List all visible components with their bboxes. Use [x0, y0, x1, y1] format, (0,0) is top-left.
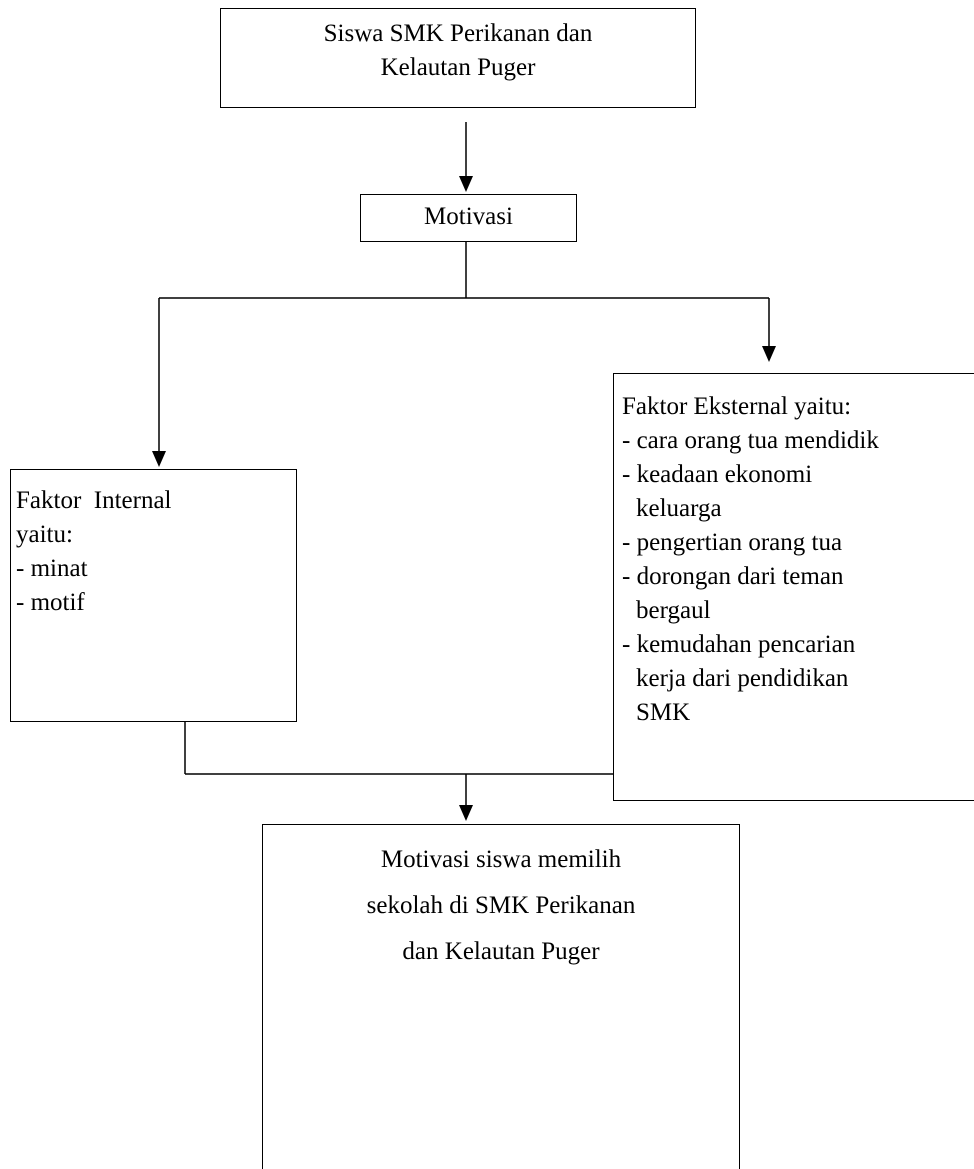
arrowhead-branch-to-external — [762, 346, 776, 362]
internal-item-minat: - minat — [16, 555, 88, 582]
arrowhead-branch-to-internal — [152, 451, 166, 467]
node-motivation: Motivasi — [360, 194, 577, 242]
internal-title-line-1: Faktor Internal — [16, 487, 172, 514]
internal-item-motif: - motif — [16, 589, 85, 616]
internal-title-line-2: yaitu: — [16, 521, 73, 548]
result-line-1: Motivasi siswa memilih — [380, 846, 622, 873]
external-item-3: - pengertian orang tua — [622, 529, 843, 556]
students-line-1: Siswa SMK Perikanan dan — [323, 20, 593, 47]
arrowhead-students-to-motivation — [459, 176, 473, 192]
external-item-4-cont: bergaul — [636, 597, 711, 624]
external-item-1: - cara orang tua mendidik — [622, 427, 879, 454]
external-title: Faktor Eksternal yaitu: — [622, 393, 852, 420]
result-line-3: dan Kelautan Puger — [402, 938, 600, 965]
result-line-2: sekolah di SMK Perikanan — [366, 892, 636, 919]
students-line-2: Kelautan Puger — [380, 54, 536, 81]
external-item-5-cont-2: SMK — [636, 699, 691, 726]
node-result: Motivasi siswa memilih sekolah di SMK Pe… — [262, 824, 740, 1169]
node-external-factors: Faktor Eksternal yaitu: - cara orang tua… — [613, 373, 974, 801]
motivation-label: Motivasi — [424, 203, 513, 230]
arrowhead-merge-to-result — [459, 805, 473, 821]
external-item-5: - kemudahan pencarian — [622, 631, 856, 658]
external-item-2-cont: keluarga — [636, 495, 722, 522]
node-students: Siswa SMK Perikanan dan Kelautan Puger — [220, 8, 696, 108]
external-item-4: - dorongan dari teman — [622, 563, 844, 590]
node-internal-factors: Faktor Internal yaitu: - minat - motif — [10, 469, 297, 722]
external-item-2: - keadaan ekonomi — [622, 461, 813, 488]
external-item-5-cont-1: kerja dari pendidikan — [636, 665, 849, 692]
